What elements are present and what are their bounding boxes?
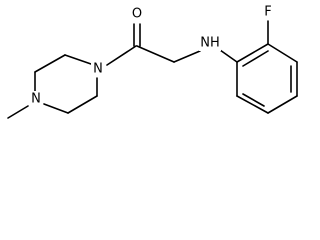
fluorine-atom: F: [261, 4, 275, 20]
bond-ar4-ar5: [267, 95, 298, 114]
bond-ch2-nh: [173, 50, 201, 63]
oxygen-atom: O: [130, 6, 144, 22]
piperazine-n4-atom: N: [29, 91, 43, 107]
bond-ar1-ar2: [236, 43, 269, 63]
bond-n1-carbonyl: [106, 45, 137, 66]
structure-canvas: O F NH N N: [7, 4, 298, 119]
bond-c6-c5: [67, 95, 98, 114]
bond-c3-c2: [34, 54, 66, 73]
atom-labels: O F NH N N: [29, 4, 275, 107]
bond-methyl-n4: [7, 105, 29, 119]
piperazine-n4-label: N: [31, 92, 41, 107]
piperazine-n1-label: N: [93, 62, 103, 77]
bond-nh-aryl: [219, 49, 238, 63]
bond-aromatic-inner-1: [242, 50, 269, 67]
amine-nh-label: NH: [200, 36, 220, 51]
bonds: [7, 20, 298, 119]
fluorine-label: F: [264, 5, 271, 20]
bond-aromatic-inner-3: [242, 93, 265, 107]
molecule-diagram: O F NH N N: [7, 4, 298, 119]
bond-ar5-ar6: [236, 95, 269, 114]
bond-ar2-ar3: [267, 43, 298, 63]
bond-c5-n4: [43, 103, 69, 114]
piperazine-n1-atom: N: [91, 61, 105, 77]
amine-nh-atom: NH: [199, 35, 221, 51]
bond-c2-n1: [64, 54, 92, 65]
oxygen-label: O: [132, 7, 142, 22]
bond-carbonyl-ch2: [136, 45, 175, 63]
